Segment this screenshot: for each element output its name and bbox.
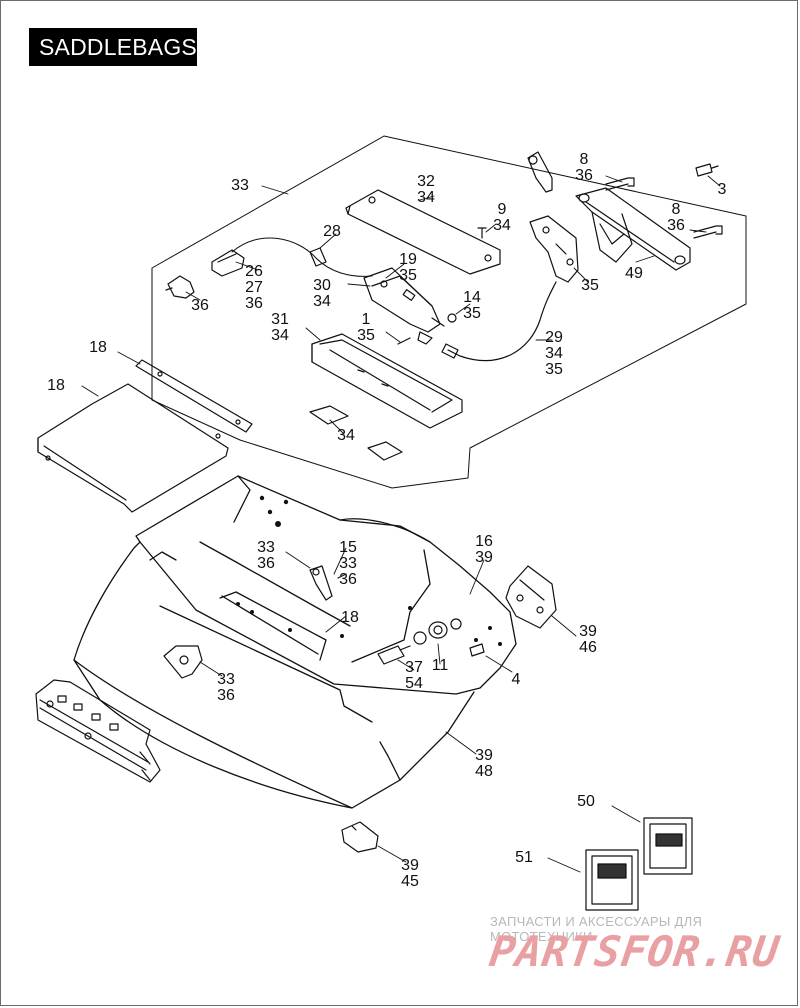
- lock-actuator: [363, 267, 445, 333]
- callout-c33a: 33: [231, 177, 249, 194]
- pin-1: [397, 331, 433, 345]
- callout-c49: 49: [625, 265, 643, 282]
- hinge-mount: [505, 565, 557, 629]
- callout-c4: 4: [512, 671, 521, 688]
- latch-plate: [529, 215, 579, 283]
- bag-holes: [236, 495, 502, 646]
- trim-strip: [135, 359, 253, 433]
- lid-plate: [345, 189, 501, 275]
- callout-c35a: 35: [581, 277, 599, 294]
- screw-3: [695, 163, 719, 177]
- hinge-bracket: [575, 187, 691, 271]
- screw-4: [469, 643, 485, 657]
- decal-50: [643, 817, 693, 875]
- callout-c28: 28: [323, 223, 341, 240]
- decal-51: [585, 849, 639, 911]
- liner-panel: [37, 383, 229, 513]
- callout-c18a: 18: [89, 339, 107, 356]
- callout-c34: 34: [337, 427, 355, 444]
- wire-clip: [165, 275, 195, 299]
- nut-14: [447, 313, 457, 323]
- callout-c3: 3: [718, 181, 727, 198]
- grommet-stack: [413, 618, 462, 645]
- wire-harness: [231, 237, 373, 277]
- page-title: SADDLEBAGS: [29, 28, 197, 66]
- release-cable: [447, 281, 557, 362]
- pad-b: [367, 441, 403, 461]
- bolt-37: [377, 645, 411, 665]
- bolt-upper: [605, 177, 635, 191]
- lid-tray: [311, 333, 463, 429]
- lid-group-outline: [151, 135, 747, 489]
- bolt-right: [693, 225, 723, 239]
- washer-33: [337, 573, 347, 579]
- bumper: [341, 821, 379, 853]
- callout-c11: 11: [432, 657, 449, 674]
- leader-lines: [81, 175, 721, 873]
- watermark-tagline: ЗАПЧАСТИ И АКСЕССУАРЫ ДЛЯ МОТОТЕХНИКИ: [490, 914, 703, 944]
- release-lever: [527, 151, 553, 193]
- connector: [211, 249, 245, 277]
- mount-clip: [163, 645, 203, 679]
- callout-c18b: 18: [47, 377, 65, 394]
- latch-striker: [309, 565, 333, 601]
- screw-9: [477, 227, 487, 239]
- saddlebag-body: [73, 475, 517, 809]
- watermark-brand: PARTSFOR.RU: [486, 927, 783, 976]
- callout-c36a: 36: [191, 297, 209, 314]
- pad-a: [309, 405, 349, 425]
- lock-bracket: [35, 679, 161, 783]
- callout-c51: 51: [515, 849, 533, 866]
- callout-c50: 50: [577, 793, 595, 810]
- callout-c18c: 18: [341, 609, 359, 626]
